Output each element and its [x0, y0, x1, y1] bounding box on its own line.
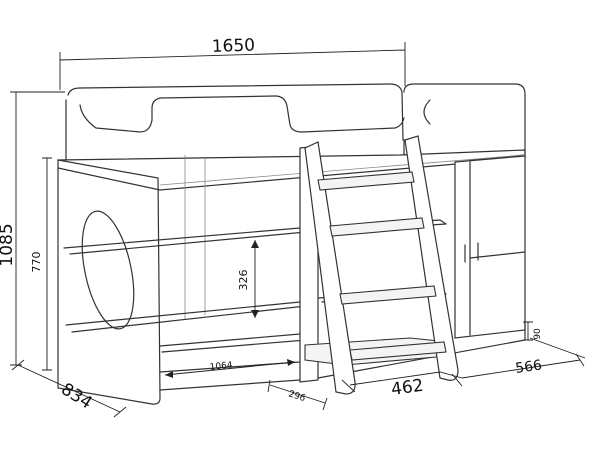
- label-shelf-gap: 326: [237, 270, 250, 291]
- ladder-step-4: [349, 341, 447, 361]
- right-end-board: [403, 83, 526, 161]
- loft-bed-body: [57, 83, 526, 405]
- label-step-depth: 296: [287, 389, 307, 404]
- ladder-step-2: [329, 217, 425, 237]
- dimension-lines: [10, 42, 586, 418]
- ladder-step-1: [317, 171, 415, 191]
- left-front-panel: [57, 159, 161, 405]
- label-plinth-height: 90: [533, 328, 543, 340]
- label-inner-width: 1064: [209, 361, 233, 373]
- porthole-opening: [81, 210, 135, 330]
- label-overall-width: 1650: [211, 35, 255, 56]
- label-desk-width: 462: [390, 376, 425, 400]
- ladder: [304, 135, 459, 395]
- dimension-labels: 1650 1085 770 834 1064 326 296 462 566 9…: [0, 35, 543, 413]
- label-cabinet-width: 566: [514, 357, 543, 377]
- label-overall-height: 1085: [0, 223, 17, 266]
- back-headboard-panel: [65, 83, 405, 161]
- label-lower-height: 770: [30, 252, 43, 273]
- cabinet-shelf: [469, 251, 526, 259]
- ladder-step-3: [339, 285, 437, 305]
- bed-top-rail: [57, 149, 526, 191]
- shelf-lower: [159, 333, 307, 353]
- ladder-left-rail: [304, 141, 356, 395]
